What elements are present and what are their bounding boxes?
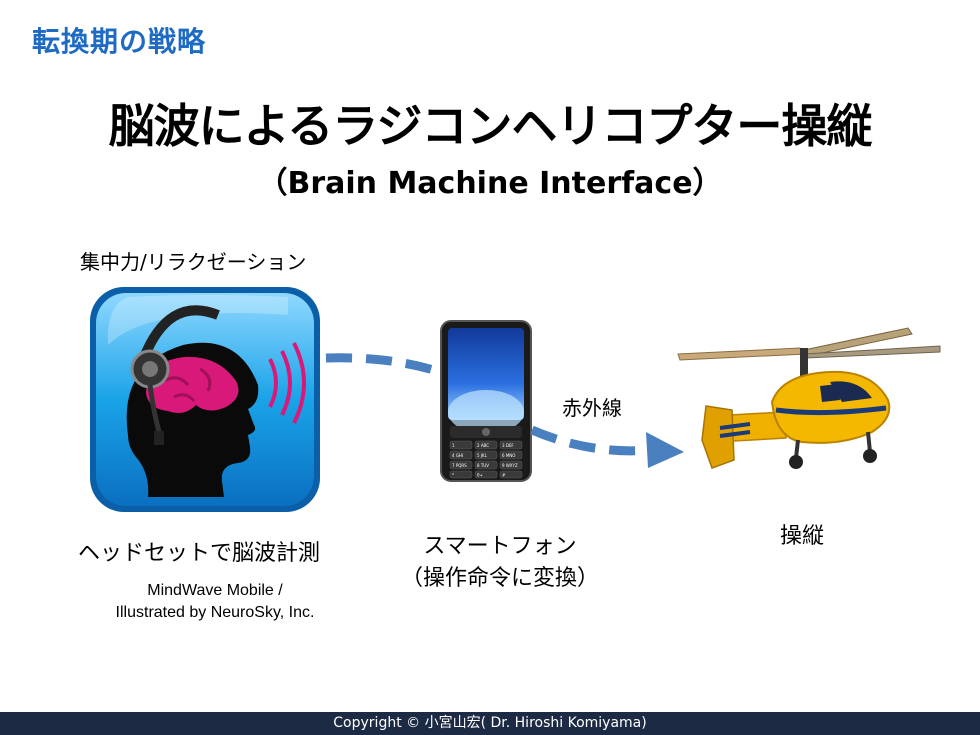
phone-key-label: 4 GHI (452, 453, 463, 458)
page-subtitle: （Brain Machine Interface） (257, 166, 723, 201)
phone-key-label: # (502, 473, 506, 478)
control-label: 操縦 (780, 524, 825, 549)
phone-key-label: 0+ (477, 473, 483, 478)
phone-key-label: 1 (452, 443, 455, 448)
concentration-label: 集中力/リラクゼーション (80, 250, 307, 274)
credit-line-1: MindWave Mobile / (147, 582, 283, 599)
smartphone-icon: 1 2 ABC 3 DEF 4 GHI 5 JKL 6 MNO 7 PQRS 8 TUV 9 W… (440, 320, 532, 482)
smartphone-label: スマートフォン (423, 534, 577, 559)
phone-key-label: 2 ABC (477, 443, 489, 448)
brain-headset-icon (90, 287, 320, 512)
phone-key-label: 8 TUV (477, 463, 489, 468)
section-title: 転換期の戦略 (32, 25, 207, 58)
phone-key-label: 6 MNO (502, 453, 515, 458)
phone-key-label: * (452, 473, 454, 478)
infrared-label: 赤外線 (562, 396, 622, 420)
smartphone-sub-label: （操作命令に変換） (400, 566, 599, 591)
copyright-footer: Copyright © 小宮山宏( Dr. Hiroshi Komiyama) (0, 712, 980, 735)
phone-key-label: 7 PQRS (452, 463, 467, 468)
headset-measurement-label: ヘッドセットで脳波計測 (78, 541, 321, 566)
phone-key-label: 3 DEF (502, 443, 514, 448)
page-title: 脳波によるラジコンヘリコプター操縦 (108, 99, 873, 153)
image-credit: MindWave Mobile / Illustrated by NeuroSk… (70, 580, 360, 624)
phone-key-label: 5 JKL (477, 453, 488, 458)
helicopter-icon (677, 327, 941, 469)
phone-key-label: 9 WXYZ (502, 463, 518, 468)
credit-line-2: Illustrated by NeuroSky, Inc. (115, 604, 315, 621)
